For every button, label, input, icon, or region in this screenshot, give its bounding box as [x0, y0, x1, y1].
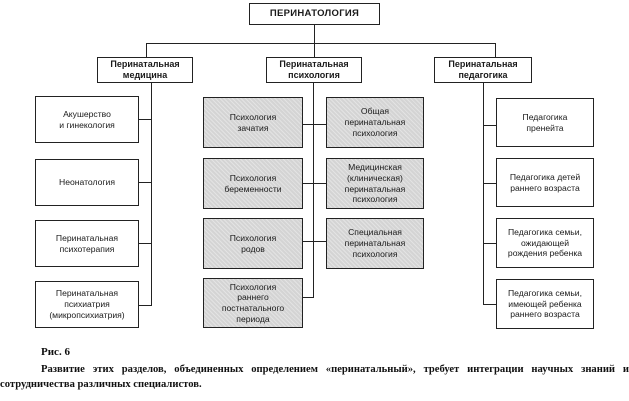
connector-line	[314, 24, 315, 44]
psychology-branch-item: Общая перинатальная психология	[326, 97, 424, 148]
connector-line	[483, 82, 484, 305]
figure-label: Рис. 6	[41, 346, 70, 358]
header-perinatal-medicine: Перинатальная медицина	[97, 57, 193, 83]
connector-line	[138, 182, 152, 183]
connector-line	[314, 43, 315, 58]
medicine-item: Неонатология	[35, 159, 139, 206]
root-node: ПЕРИНАТОЛОГИЯ	[249, 3, 380, 25]
connector-line	[302, 124, 327, 125]
pedagogy-item: Педагогика пренейта	[496, 98, 594, 147]
connector-line	[146, 43, 147, 58]
psychology-stage-item: Психология зачатия	[203, 97, 303, 148]
connector-line	[138, 243, 152, 244]
connector-line	[302, 297, 314, 298]
medicine-item: Перинатальная психиатрия (микропсихиатри…	[35, 281, 139, 328]
connector-line	[483, 125, 497, 126]
pedagogy-item: Педагогика семьи, имеющей ребенка раннег…	[496, 279, 594, 329]
psychology-stage-item: Психология родов	[203, 218, 303, 269]
connector-line	[146, 43, 496, 44]
connector-line	[483, 183, 497, 184]
connector-line	[495, 43, 496, 58]
header-perinatal-pedagogy: Перинатальная педагогика	[434, 57, 532, 83]
pedagogy-item: Педагогика детей раннего возраста	[496, 158, 594, 207]
figure-caption: Развитие этих разделов, объединенных опр…	[0, 364, 629, 390]
pedagogy-item: Педагогика семьи, ожидающей рождения реб…	[496, 218, 594, 268]
psychology-branch-item: Специальная перинатальная психология	[326, 218, 424, 269]
psychology-stage-item: Психология беременности	[203, 158, 303, 209]
psychology-branch-item: Медицинская (клиническая) перинатальная …	[326, 158, 424, 209]
connector-line	[302, 241, 327, 242]
connector-line	[151, 82, 152, 306]
psychology-stage-item: Психология раннего постнатального период…	[203, 278, 303, 328]
connector-line	[483, 304, 497, 305]
connector-line	[138, 305, 152, 306]
medicine-item: Акушерство и гинекология	[35, 96, 139, 143]
connector-line	[313, 82, 314, 298]
connector-line	[138, 119, 152, 120]
header-perinatal-psychology: Перинатальная психология	[266, 57, 362, 83]
medicine-item: Перинатальная психотерапия	[35, 220, 139, 267]
connector-line	[483, 243, 497, 244]
connector-line	[302, 183, 327, 184]
